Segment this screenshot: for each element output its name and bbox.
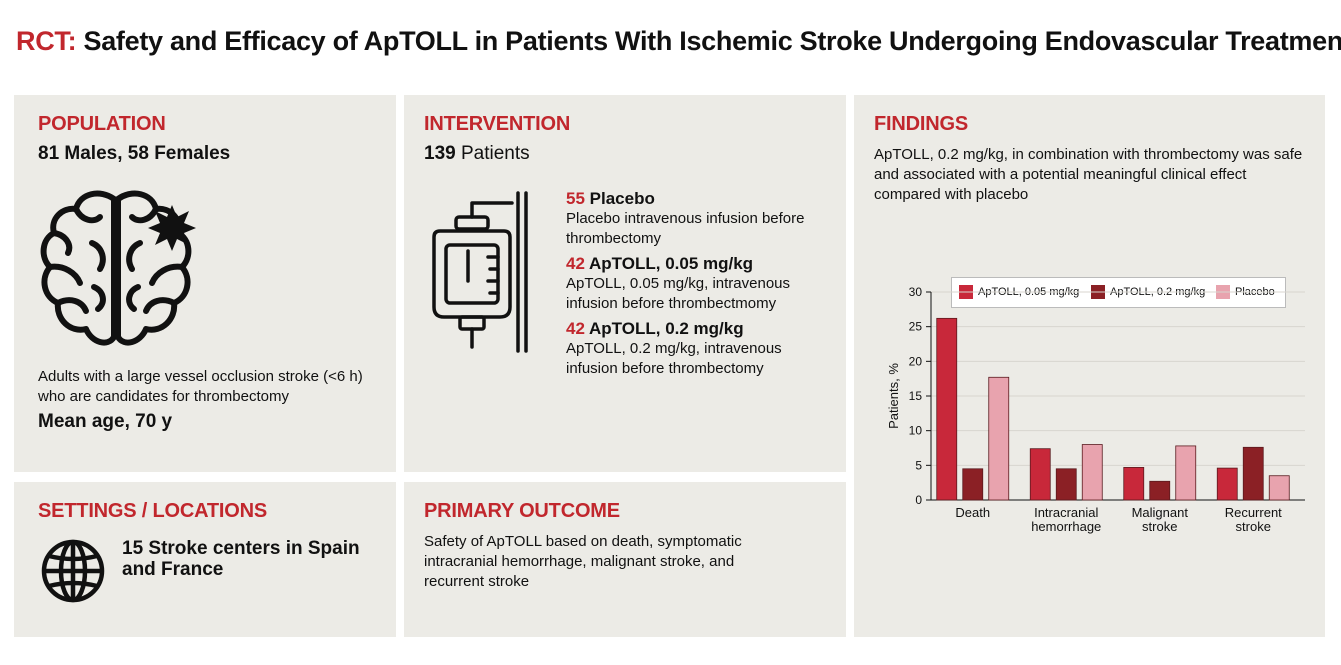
intervention-heading: INTERVENTION [424, 113, 571, 135]
y-tick-label: 20 [909, 354, 923, 368]
mean-age: Mean age, 70 y [38, 411, 173, 432]
total-label: Patients [455, 143, 530, 164]
globe-icon [41, 539, 105, 603]
title-lead: RCT: [16, 26, 77, 56]
arm-name: ApTOLL, 0.05 mg/kg [584, 254, 754, 273]
y-tick-label: 15 [909, 389, 923, 403]
bar [1149, 480, 1171, 501]
y-tick-label: 5 [915, 458, 922, 472]
findings-panel: FINDINGS ApTOLL, 0.2 mg/kg, in combinati… [854, 95, 1325, 637]
bar [962, 468, 984, 501]
y-tick-label: 30 [909, 285, 923, 299]
arm-aptoll-005: 42 ApTOLL, 0.05 mg/kg ApTOLL, 0.05 mg/kg… [566, 254, 826, 314]
settings-text: 15 Stroke centers in Spain and France [122, 538, 360, 580]
y-tick-label: 0 [915, 493, 922, 507]
bar [988, 376, 1010, 501]
bar [1123, 467, 1145, 501]
arm-name: ApTOLL, 0.2 mg/kg [584, 319, 744, 338]
bar [1216, 467, 1238, 501]
population-heading: POPULATION [38, 113, 166, 135]
arms-list: 55 Placebo Placebo intravenous infusion … [566, 189, 826, 379]
primary-outcome-text: Safety of ApTOLL based on death, symptom… [424, 533, 742, 590]
bar [1055, 468, 1077, 501]
bar [1268, 475, 1290, 501]
population-description: Adults with a large vessel occlusion str… [38, 368, 363, 405]
arm-name: Placebo [584, 189, 655, 208]
settings-heading: SETTINGS / LOCATIONS [38, 500, 267, 522]
y-tick-label: 25 [909, 320, 923, 334]
arm-aptoll-02: 42 ApTOLL, 0.2 mg/kg ApTOLL, 0.2 mg/kg, … [566, 319, 826, 379]
intervention-panel: INTERVENTION 139 Patients 55 Placebo Pla… [404, 95, 846, 472]
bar [1029, 448, 1051, 501]
arm-description: ApTOLL, 0.05 mg/kg, intravenous infusion… [566, 275, 791, 312]
bar [936, 317, 958, 501]
population-counts: 81 Males, 58 Females [38, 143, 231, 164]
findings-text: ApTOLL, 0.2 mg/kg, in combination with t… [874, 146, 1303, 203]
primary-outcome-heading: PRIMARY OUTCOME [424, 500, 620, 522]
infographic-title: RCT: Safety and Efficacy of ApTOLL in Pa… [16, 26, 1341, 57]
arm-description: ApTOLL, 0.2 mg/kg, intravenous infusion … [566, 340, 782, 377]
x-tick-label: Recurrent stroke [1224, 505, 1282, 534]
primary-outcome-panel: PRIMARY OUTCOME Safety of ApTOLL based o… [404, 482, 846, 637]
population-panel: POPULATION 81 Males, 58 Females Adults w… [14, 95, 396, 472]
iv-bag-icon [432, 191, 528, 353]
bar [1175, 445, 1197, 501]
burst-shape [148, 205, 196, 251]
bar [1081, 444, 1103, 501]
arm-placebo: 55 Placebo Placebo intravenous infusion … [566, 189, 826, 249]
x-tick-label: Death [955, 505, 991, 520]
arm-count: 42 [566, 254, 585, 273]
x-tick-label: Intracranial hemorrhage [1031, 505, 1102, 534]
arm-count: 55 [566, 189, 585, 208]
findings-heading: FINDINGS [874, 113, 968, 135]
y-tick-label: 10 [909, 424, 923, 438]
y-axis-label: Patients, % [886, 363, 901, 429]
settings-panel: SETTINGS / LOCATIONS 15 Stroke centers i… [14, 482, 396, 637]
arm-description: Placebo intravenous infusion before thro… [566, 210, 805, 247]
brain-icon [40, 190, 196, 346]
title-text: Safety and Efficacy of ApTOLL in Patient… [76, 26, 1341, 56]
arm-count: 42 [566, 319, 585, 338]
total-number: 139 [424, 143, 456, 164]
bar [1242, 446, 1264, 501]
x-tick-label: Malignant stroke [1131, 505, 1188, 534]
intervention-total: 139 Patients [424, 143, 530, 165]
